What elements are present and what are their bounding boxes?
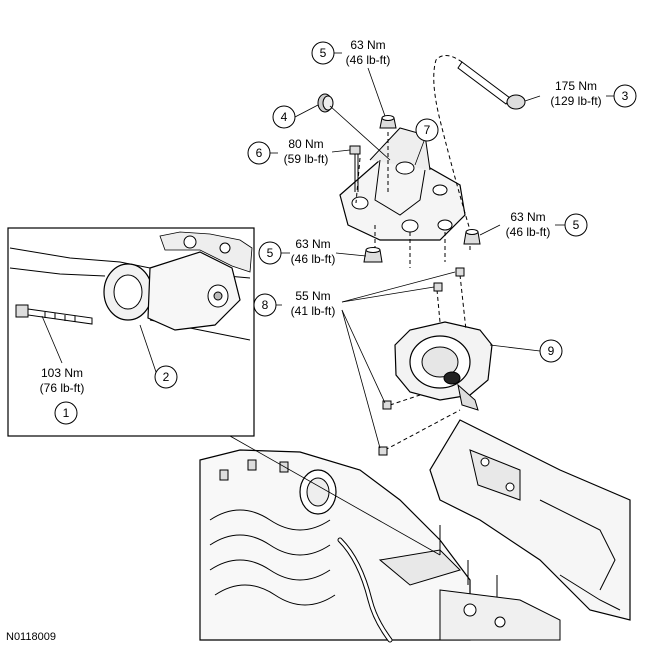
torque-55-lbft: (41 lb-ft) — [291, 304, 336, 318]
torque-55-nm: 55 Nm — [295, 289, 330, 303]
through-bolt-175nm — [433, 55, 526, 231]
nut-top — [379, 115, 397, 129]
torque-175-lbft: (129 lb-ft) — [550, 94, 601, 108]
torque-63-left-lbft: (46 lb-ft) — [291, 252, 336, 266]
inset-detail — [7, 227, 255, 437]
torque-63-top-lbft: (46 lb-ft) — [346, 53, 391, 67]
callout-1: 1 — [63, 406, 70, 420]
inset-bolt — [15, 304, 93, 325]
nut-lower-right — [463, 229, 481, 245]
bushing-washer — [317, 93, 334, 113]
frame-crossmember — [429, 419, 631, 621]
torque-63-right-nm: 63 Nm — [510, 210, 545, 224]
callout-2: 2 — [163, 370, 170, 384]
callout-4: 4 — [281, 110, 288, 124]
callout-8: 8 — [262, 298, 269, 312]
callouts: 1 2 3 4 5 5 5 6 — [54, 41, 637, 449]
callout-5-left: 5 — [267, 246, 274, 260]
torque-63-right-lbft: (46 lb-ft) — [506, 225, 551, 239]
engine-assembly — [199, 435, 561, 643]
callout-3: 3 — [622, 89, 629, 103]
figure-id: N0118009 — [6, 631, 56, 643]
nut-lower-left — [363, 247, 383, 263]
torque-80-nm: 80 Nm — [288, 137, 323, 151]
torque-labels: 103 Nm (76 lb-ft) 175 Nm (129 lb-ft) 63 … — [40, 38, 602, 395]
callout-5-top: 5 — [320, 46, 327, 60]
torque-103-nm: 103 Nm — [41, 366, 83, 380]
torque-63-left-nm: 63 Nm — [295, 237, 330, 251]
callout-9: 9 — [548, 344, 555, 358]
transmission-mount — [378, 267, 493, 456]
callout-7: 7 — [424, 123, 431, 137]
torque-175-nm: 175 Nm — [555, 79, 597, 93]
torque-103-lbft: (76 lb-ft) — [40, 381, 85, 395]
upper-mount-bracket — [339, 127, 471, 268]
callout-6: 6 — [256, 146, 263, 160]
callout-5-right: 5 — [573, 218, 580, 232]
torque-80-lbft: (59 lb-ft) — [284, 152, 329, 166]
torque-63-top-nm: 63 Nm — [350, 38, 385, 52]
